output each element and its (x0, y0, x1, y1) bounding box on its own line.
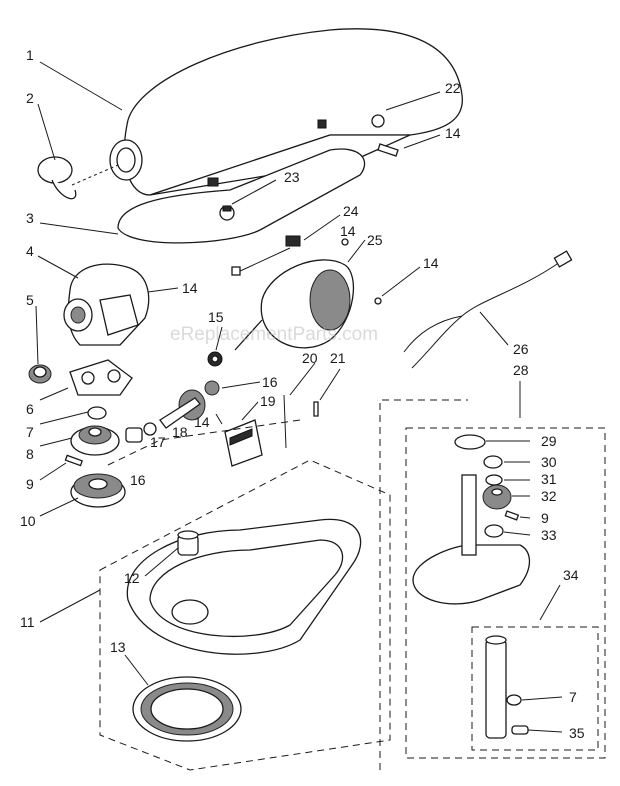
part-28-planetary-assembly (405, 427, 606, 759)
part-22-screw (371, 114, 385, 128)
part-7-retaining-ring (87, 406, 107, 420)
label-part-15: 15 (208, 309, 224, 325)
part-29-washer (454, 434, 486, 450)
label-part-10: 10 (20, 513, 36, 529)
label-part-16-top: 16 (262, 374, 278, 390)
label-part-29: 29 (541, 433, 557, 449)
label-part-17: 17 (150, 434, 166, 450)
label-part-20: 20 (302, 350, 318, 366)
label-part-8: 8 (26, 446, 34, 462)
part-18-worm-shaft (159, 389, 206, 429)
label-part-14-left: 14 (182, 280, 198, 296)
label-part-7a: 7 (26, 424, 34, 440)
part-23-knob (219, 205, 235, 221)
label-part-18: 18 (172, 424, 188, 440)
label-part-9a: 9 (26, 476, 34, 492)
leader-lines (35, 61, 563, 733)
part-31-washer (485, 474, 503, 486)
label-part-26: 26 (513, 341, 529, 357)
label-part-14-right: 14 (423, 255, 439, 271)
label-part-14-top: 14 (445, 125, 461, 141)
label-part-31: 31 (541, 471, 557, 487)
part-2-hub-cover (37, 156, 119, 200)
part-19-control-board (224, 419, 263, 467)
label-part-25: 25 (367, 232, 383, 248)
label-part-11: 11 (20, 614, 35, 630)
part-15-bushing (207, 351, 223, 367)
label-part-19: 19 (260, 393, 276, 409)
part-12-bushing (177, 530, 199, 556)
label-part-14-mid: 14 (340, 223, 356, 239)
label-part-5: 5 (26, 292, 34, 308)
label-part-22: 22 (445, 80, 461, 96)
label-part-4: 4 (26, 243, 34, 259)
label-part-35: 35 (569, 725, 585, 741)
label-part-16-bottom: 16 (130, 472, 146, 488)
part-5-worm-gear (28, 364, 52, 384)
part-6-gasket (69, 359, 133, 396)
part-9-pin-left (64, 454, 84, 467)
label-part-9b: 9 (541, 510, 549, 526)
label-part-30: 30 (541, 454, 557, 470)
part-17-washer (143, 422, 157, 436)
part-20-probe (283, 394, 287, 449)
part-16-washer-top (204, 380, 220, 396)
label-part-13: 13 (110, 639, 126, 655)
part-9-pin-right (504, 510, 520, 521)
label-part-14-center: 14 (194, 414, 210, 430)
base-assembly-outline (99, 399, 468, 771)
part-14-screw-top (377, 143, 399, 157)
label-part-12: 12 (124, 570, 140, 586)
part-8-bevel-gear (70, 425, 120, 456)
label-part-3: 3 (26, 210, 34, 226)
part-1-motor-housing (109, 28, 463, 196)
label-part-2: 2 (26, 90, 34, 106)
part-13-ring-gear (132, 676, 242, 742)
label-part-34: 34 (563, 567, 579, 583)
part-16-bearing-lower (125, 427, 143, 443)
part-33-washer (484, 524, 504, 538)
label-part-24: 24 (343, 203, 359, 219)
part-10-drive-gear (70, 473, 126, 508)
watermark-text: eReplacementParts.com (170, 324, 378, 345)
label-part-7b: 7 (569, 689, 577, 705)
label-part-33: 33 (541, 527, 557, 543)
part-11-pedestal-base (126, 518, 362, 655)
label-part-32: 32 (541, 488, 557, 504)
part-3-trim-band (117, 148, 366, 244)
label-part-1: 1 (26, 47, 34, 63)
part-32-gear (482, 484, 512, 510)
label-part-23: 23 (284, 169, 300, 185)
part-4-gear-case (63, 263, 150, 346)
label-part-21: 21 (330, 350, 346, 366)
part-26-power-cord (403, 250, 573, 369)
part-number-labels: 1 2 3 4 5 6 7 8 9 10 11 12 13 14 15 16 1… (20, 47, 585, 741)
part-25-motor (234, 238, 382, 351)
label-part-6: 6 (26, 401, 34, 417)
part-30-ring (483, 455, 503, 469)
part-21-screw (313, 401, 319, 417)
part-24-harness (231, 235, 301, 276)
part-34-shaft-assembly (471, 626, 599, 751)
label-part-28: 28 (513, 362, 529, 378)
